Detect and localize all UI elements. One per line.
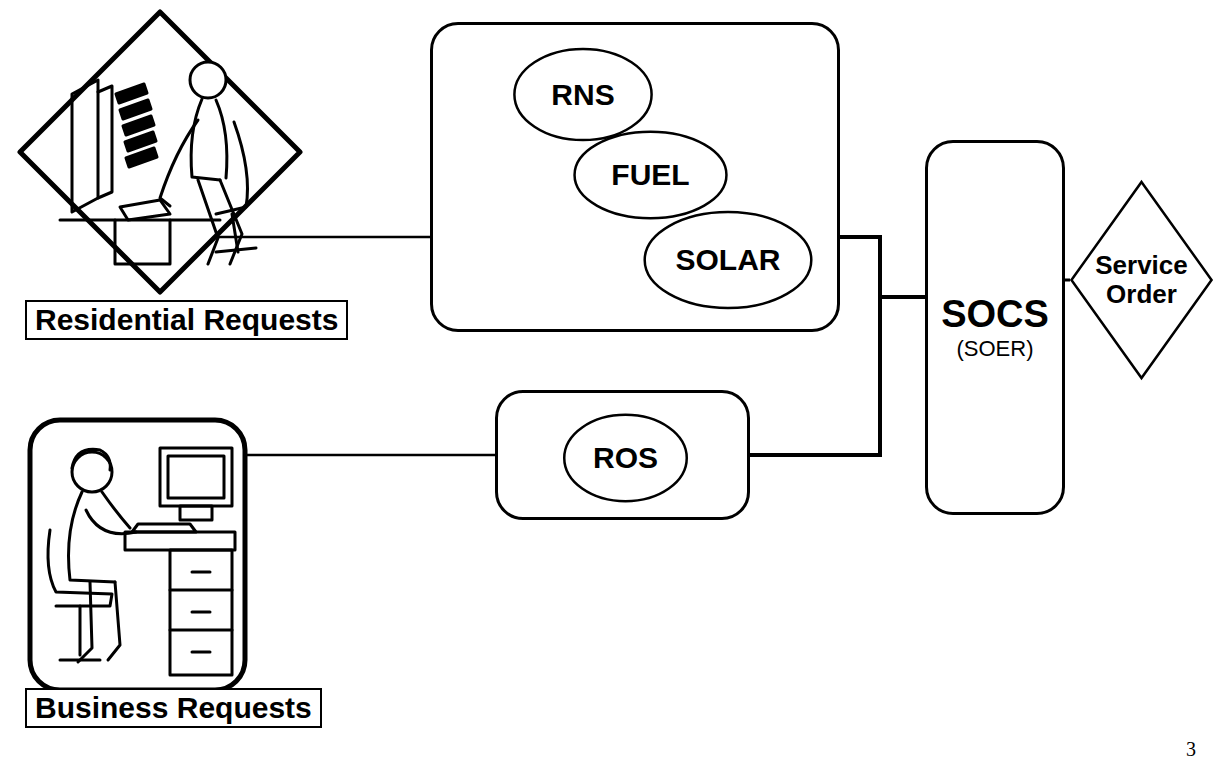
residential-illustration: Residential Requests [20, 2, 310, 352]
node-label: FUEL [611, 158, 689, 192]
page-number: 3 [1186, 738, 1196, 761]
system-ellipse: FUEL [573, 130, 728, 220]
flow-line [215, 236, 430, 239]
flow-line [245, 454, 495, 457]
system-ellipse: SOLAR [643, 210, 813, 310]
system-ellipse: RNS [513, 47, 653, 142]
business-illustration: Business Requests [20, 420, 330, 750]
system-group-box: RNS FUEL SOLAR [430, 22, 840, 332]
request-label: Residential Requests [25, 300, 348, 340]
system-ellipse: ROS [563, 413, 688, 503]
flow-line [1065, 279, 1070, 282]
output-diamond: Service Order [1070, 180, 1213, 380]
system-subname: (SOER) [957, 336, 1034, 362]
node-label: Service Order [1087, 251, 1197, 308]
system-name: SOCS [941, 293, 1049, 336]
process-box: SOCS(SOER) [925, 140, 1065, 515]
request-label: Business Requests [25, 688, 322, 728]
node-label: RNS [551, 78, 614, 112]
node-label: ROS [593, 441, 658, 475]
system-group-box: ROS [495, 390, 750, 520]
flow-line [840, 237, 925, 297]
node-label: SOLAR [676, 243, 781, 277]
